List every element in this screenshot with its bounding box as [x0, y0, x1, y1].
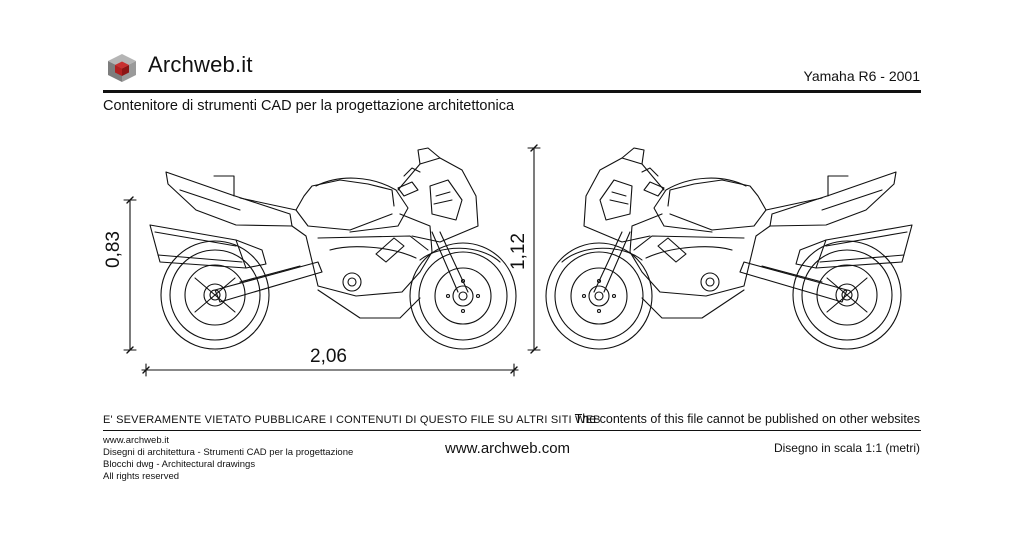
dimension-total-height: 1,12	[508, 233, 529, 270]
credit-line: All rights reserved	[103, 471, 180, 482]
header-divider	[103, 90, 921, 93]
dimension-length: 2,06	[310, 346, 347, 367]
dimension-seat-height: 0,83	[103, 231, 124, 268]
footer-divider	[103, 430, 921, 431]
credits-block: www.archweb.it Disegni di architettura -…	[103, 435, 353, 483]
warning-english: The contents of this file cannot be publ…	[574, 412, 920, 426]
warning-italian: E' SEVERAMENTE VIETATO PUBBLICARE I CONT…	[103, 414, 601, 426]
scale-note: Disegno in scala 1:1 (metri)	[773, 441, 920, 455]
subtitle: Contenitore di strumenti CAD per la prog…	[103, 98, 515, 114]
site-title: Archweb.it	[148, 52, 253, 77]
archweb-logo-icon	[108, 54, 136, 82]
drawing-title: Yamaha R6 - 2001	[803, 68, 920, 84]
credit-line: www.archweb.it	[103, 435, 169, 446]
credit-line: Blocchi dwg - Architectural drawings	[103, 459, 256, 470]
credit-line: Disegni di architettura - Strumenti CAD …	[103, 447, 354, 458]
site-url: www.archweb.com	[445, 440, 571, 457]
